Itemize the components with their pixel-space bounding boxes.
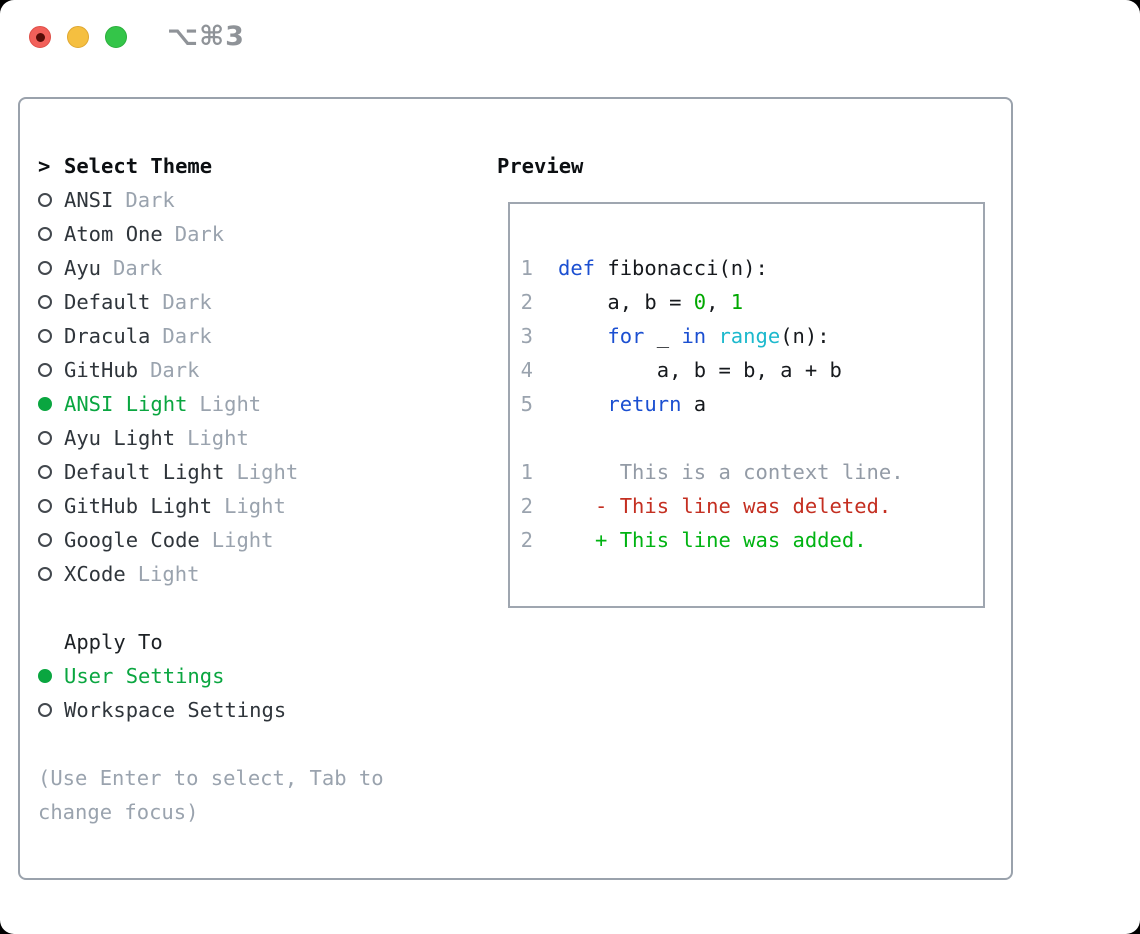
line-number: 2 (520, 290, 533, 314)
theme-name: GitHub Light (64, 494, 213, 518)
radio-icon (38, 295, 52, 309)
diff-text: This is a context line. (558, 460, 904, 484)
radio-icon (38, 329, 52, 343)
theme-name: Google Code (64, 528, 200, 552)
close-dot-icon (35, 32, 45, 42)
theme-select-heading-row: > Select Theme (38, 149, 384, 183)
theme-tag: Dark (162, 324, 212, 348)
spacer (510, 421, 983, 455)
theme-tag: Light (211, 528, 274, 552)
help-text-line2: change focus) (38, 800, 199, 824)
theme-name: Ayu (64, 256, 102, 280)
main-panel: > Select Theme ANSI Dark Atom One Dark A… (18, 97, 1013, 880)
theme-option-atom-one[interactable]: Atom One Dark (38, 217, 384, 251)
theme-name: XCode (64, 562, 126, 586)
code-line: 3 for _ in range(n): (510, 319, 983, 353)
radio-icon (38, 397, 52, 411)
radio-icon (38, 567, 52, 581)
theme-option-google-code[interactable]: Google Code Light (38, 523, 384, 557)
line-number: 1 (520, 256, 533, 280)
diff-line-deleted: 2 - This line was deleted. (510, 489, 983, 523)
diff-text: + This line was added. (558, 528, 867, 552)
apply-option-workspace-settings[interactable]: Workspace Settings (38, 693, 384, 727)
radio-icon (38, 261, 52, 275)
radio-icon (38, 465, 52, 479)
theme-tag: Dark (174, 222, 225, 246)
theme-option-default-light[interactable]: Default Light Light (38, 455, 384, 489)
code-line: 2 a, b = 0, 1 (510, 285, 983, 319)
spacer (38, 591, 384, 625)
apply-option-label: Workspace Settings (64, 698, 287, 722)
close-button[interactable] (29, 26, 51, 48)
theme-name: Dracula (64, 324, 151, 348)
line-number: 2 (520, 494, 533, 518)
line-number: 4 (520, 358, 533, 382)
zoom-button[interactable] (105, 26, 127, 48)
line-number: 1 (520, 460, 533, 484)
line-number: 2 (520, 528, 533, 552)
theme-select-pane: > Select Theme ANSI Dark Atom One Dark A… (38, 149, 384, 829)
radio-icon (38, 193, 52, 207)
theme-option-dracula[interactable]: Dracula Dark (38, 319, 384, 353)
theme-option-ansi-dark[interactable]: ANSI Dark (38, 183, 384, 217)
theme-option-ansi-light[interactable]: ANSI Light Light (38, 387, 384, 421)
radio-icon (38, 703, 52, 717)
radio-icon (38, 499, 52, 513)
radio-icon (38, 431, 52, 445)
window-shortcut-label: ⌥⌘3 (167, 21, 245, 52)
apply-option-user-settings[interactable]: User Settings (38, 659, 384, 693)
theme-option-github-light[interactable]: GitHub Light Light (38, 489, 384, 523)
theme-name: ANSI (64, 188, 114, 212)
theme-select-heading: Select Theme (64, 154, 213, 178)
theme-tag: Dark (162, 290, 212, 314)
radio-icon (38, 363, 52, 377)
theme-tag: Light (187, 426, 249, 450)
theme-name: Default (64, 290, 151, 314)
prompt-icon: > (38, 154, 51, 178)
preview-heading: Preview (497, 154, 584, 178)
traffic-lights (29, 26, 127, 48)
apply-to-heading: Apply To (64, 630, 163, 654)
diff-line-context: 1 This is a context line. (510, 455, 983, 489)
code-line: 4 a, b = b, a + b (510, 353, 983, 387)
theme-tag: Light (236, 460, 299, 484)
theme-name: Ayu Light (64, 426, 176, 450)
apply-to-heading-row: Apply To (38, 625, 384, 659)
radio-icon (38, 669, 52, 683)
code-line: 5 return a (510, 387, 983, 421)
diff-text: - This line was deleted. (558, 494, 892, 518)
theme-option-github-dark[interactable]: GitHub Dark (38, 353, 384, 387)
line-number: 3 (520, 324, 533, 348)
minimize-button[interactable] (67, 26, 89, 48)
theme-option-default-dark[interactable]: Default Dark (38, 285, 384, 319)
theme-tag: Dark (150, 358, 200, 382)
theme-name: Atom One (64, 222, 163, 246)
preview-box: 1 def fibonacci(n): 2 a, b = 0, 1 3 for … (508, 202, 985, 608)
radio-icon (38, 227, 52, 241)
diff-line-added: 2 + This line was added. (510, 523, 983, 557)
theme-tag: Dark (125, 188, 175, 212)
theme-option-xcode[interactable]: XCode Light (38, 557, 384, 591)
spacer (38, 727, 384, 761)
theme-tag: Dark (113, 256, 163, 280)
theme-name: GitHub (64, 358, 139, 382)
theme-name: ANSI Light (64, 392, 188, 416)
code-line: 1 def fibonacci(n): (510, 251, 983, 285)
theme-name: Default Light (64, 460, 225, 484)
radio-icon (38, 533, 52, 547)
line-number: 5 (520, 392, 533, 416)
theme-tag: Light (199, 392, 262, 416)
titlebar: ⌥⌘3 (0, 0, 1140, 76)
theme-tag: Light (224, 494, 286, 518)
theme-option-ayu-light[interactable]: Ayu Light Light (38, 421, 384, 455)
help-text-line1: (Use Enter to select, Tab to (38, 766, 384, 790)
apply-option-label: User Settings (64, 664, 225, 688)
theme-option-ayu-dark[interactable]: Ayu Dark (38, 251, 384, 285)
theme-tag: Light (137, 562, 200, 586)
